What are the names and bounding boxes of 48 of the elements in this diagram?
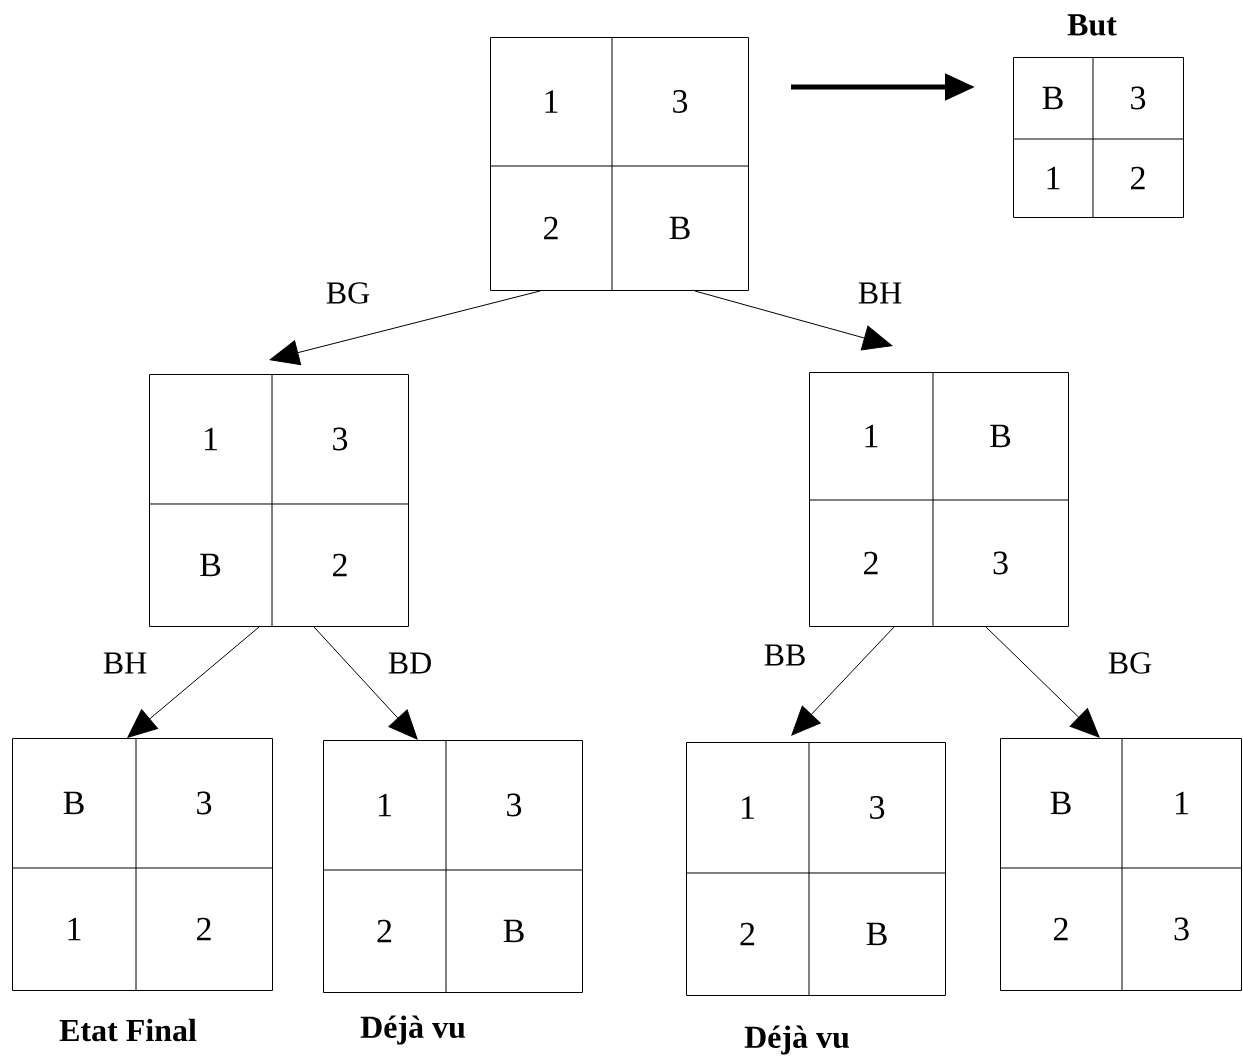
arrow bbox=[269, 290, 541, 366]
cell-label: 2 bbox=[1131, 166, 1145, 190]
cell-label: B bbox=[669, 216, 690, 240]
arrow bbox=[694, 290, 893, 351]
cell-label: B bbox=[1050, 791, 1071, 815]
edge-label: BH bbox=[856, 281, 904, 305]
edge-label: BG bbox=[324, 281, 372, 305]
state-caption: Etat Final bbox=[59, 1018, 197, 1042]
cell-label: 3 bbox=[993, 551, 1008, 575]
arrow bbox=[791, 626, 895, 736]
cell-label: B bbox=[503, 919, 524, 943]
arrow bbox=[313, 626, 418, 740]
cell-label: 3 bbox=[870, 796, 885, 819]
cell-label: 1 bbox=[379, 793, 391, 817]
state-caption: Déjà vu bbox=[744, 1025, 850, 1055]
cell-label: B bbox=[1042, 86, 1063, 110]
cell-label: 2 bbox=[544, 216, 558, 240]
cell-label: 1 bbox=[1047, 166, 1060, 190]
cell-label: 3 bbox=[507, 793, 522, 817]
edge-label: BH bbox=[101, 651, 149, 675]
cell-label: 1 bbox=[1176, 791, 1188, 815]
edge-label: BD bbox=[386, 651, 434, 675]
cell-label: 2 bbox=[333, 553, 347, 577]
cell-label: 1 bbox=[865, 424, 878, 448]
cell-label: B bbox=[63, 791, 84, 815]
cell-label: 2 bbox=[377, 919, 392, 943]
cell-label: 1 bbox=[68, 917, 81, 941]
cell-label: 2 bbox=[1054, 917, 1068, 941]
state-caption: But bbox=[1067, 14, 1117, 36]
cell-label: 2 bbox=[740, 922, 755, 946]
cell-label: 3 bbox=[1174, 917, 1189, 941]
cell-label: 2 bbox=[864, 551, 878, 575]
cell-label: 3 bbox=[673, 90, 688, 113]
cell-label: 2 bbox=[197, 917, 211, 941]
cell-label: B bbox=[200, 553, 221, 577]
edge-label: BG bbox=[1106, 651, 1154, 675]
arrow bbox=[985, 626, 1100, 738]
cell-label: 1 bbox=[205, 427, 217, 451]
cell-label: B bbox=[990, 424, 1011, 448]
edge-label: BB bbox=[762, 643, 808, 667]
state-caption: Déjà vu bbox=[360, 1015, 466, 1045]
cell-label: 1 bbox=[545, 90, 558, 113]
cell-label: 3 bbox=[333, 427, 348, 451]
arrow bbox=[127, 626, 260, 738]
cell-label: 1 bbox=[742, 796, 754, 819]
cell-label: 3 bbox=[1131, 86, 1146, 110]
cell-label: B bbox=[866, 922, 887, 946]
cell-label: 3 bbox=[197, 791, 212, 815]
